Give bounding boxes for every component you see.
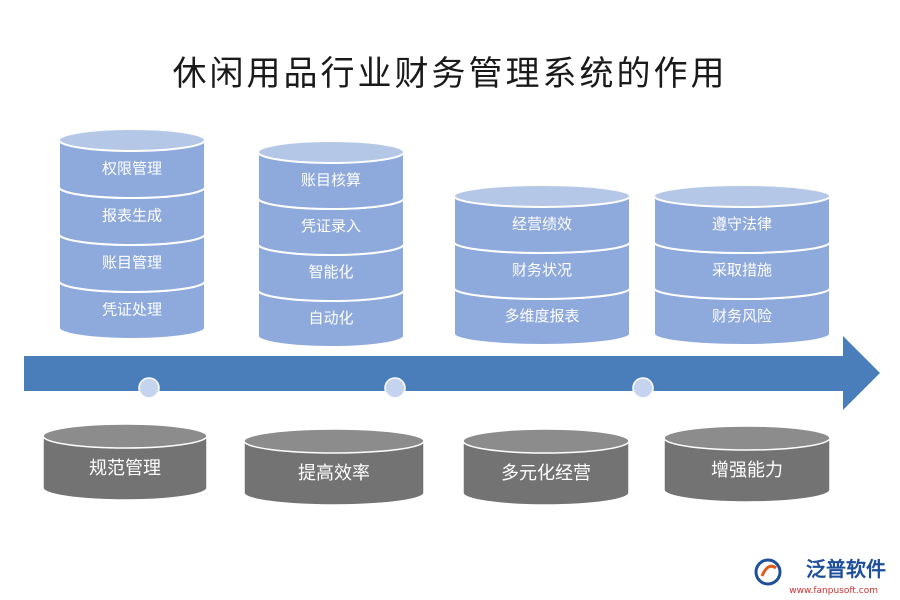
segment-body — [257, 151, 405, 210]
segment-body — [257, 197, 405, 256]
base-cylinder-2: 提高效率 — [243, 428, 425, 506]
stack-segment: 经营绩效 — [453, 184, 631, 254]
stack-label: 凭证处理 — [102, 301, 162, 319]
stack-label: 凭证录入 — [301, 217, 361, 235]
timeline-dot — [632, 377, 654, 399]
stack-segment: 账目核算 — [257, 140, 405, 210]
base-body — [243, 440, 425, 506]
base-cylinder-4: 增强能力 — [663, 425, 831, 503]
segment-top — [653, 184, 831, 208]
cylinder-stack-4: 财务风险 采取措施 遵守法律 — [653, 184, 831, 346]
base-label: 规范管理 — [89, 458, 161, 479]
segment-body — [453, 241, 631, 300]
timeline-dot — [384, 377, 406, 399]
segment-body — [653, 241, 831, 300]
stack-segment: 权限管理 — [58, 128, 206, 199]
base-body — [42, 435, 208, 501]
base-label: 提高效率 — [298, 463, 370, 484]
stack-label: 财务风险 — [712, 307, 772, 325]
stack-label: 权限管理 — [102, 160, 162, 178]
stack-label: 采取措施 — [712, 261, 772, 279]
stack-label: 多维度报表 — [504, 307, 579, 325]
segment-body — [257, 289, 405, 348]
base-top — [42, 423, 208, 449]
segment-top — [58, 128, 206, 152]
segment-top — [453, 184, 631, 208]
stack-label: 财务状况 — [512, 261, 572, 279]
segment-body — [257, 243, 405, 302]
segment-top — [257, 140, 405, 164]
stack-label: 遵守法律 — [712, 215, 772, 233]
base-cylinder-1: 规范管理 — [42, 423, 208, 501]
segment-body — [653, 195, 831, 254]
stack-label: 智能化 — [308, 263, 353, 281]
stack-segment: 遵守法律 — [653, 184, 831, 254]
base-body — [663, 437, 831, 503]
segment-body — [58, 139, 206, 199]
fanpu-logo-icon — [754, 558, 782, 586]
brand-name: 泛普软件 — [806, 557, 886, 581]
base-cylinder-3: 多元化经营 — [462, 428, 630, 506]
timeline-dot — [138, 377, 160, 399]
stack-label: 账目管理 — [102, 254, 162, 272]
base-top — [462, 428, 630, 454]
segment-body — [58, 186, 206, 246]
base-body — [462, 440, 630, 506]
stack-label: 账目核算 — [301, 171, 361, 189]
stack-label: 报表生成 — [102, 207, 162, 225]
segment-body — [58, 233, 206, 293]
cylinder-stack-1: 凭证处理 账目管理 报表生成 权限管理 — [58, 128, 206, 340]
cylinder-stack-3: 多维度报表 财务状况 经营绩效 — [453, 184, 631, 346]
segment-body — [58, 280, 206, 340]
base-label: 增强能力 — [711, 460, 783, 481]
stack-label: 经营绩效 — [512, 215, 572, 233]
page-title: 休闲用品行业财务管理系统的作用 — [172, 54, 728, 94]
base-cylinders: 规范管理 提高效率 多元化经营 增强能力 — [42, 423, 831, 506]
segment-body — [653, 287, 831, 346]
base-top — [663, 425, 831, 451]
timeline-arrow — [24, 336, 880, 410]
base-top — [243, 428, 425, 454]
brand-url: www.fanpusoft.com — [789, 586, 878, 596]
timeline-arrow-shape — [24, 336, 880, 410]
stack-label: 自动化 — [308, 309, 353, 327]
base-label: 多元化经营 — [501, 463, 591, 484]
segment-body — [453, 195, 631, 254]
segment-body — [453, 287, 631, 346]
cylinder-stack-2: 自动化 智能化 凭证录入 账目核算 — [257, 140, 405, 348]
